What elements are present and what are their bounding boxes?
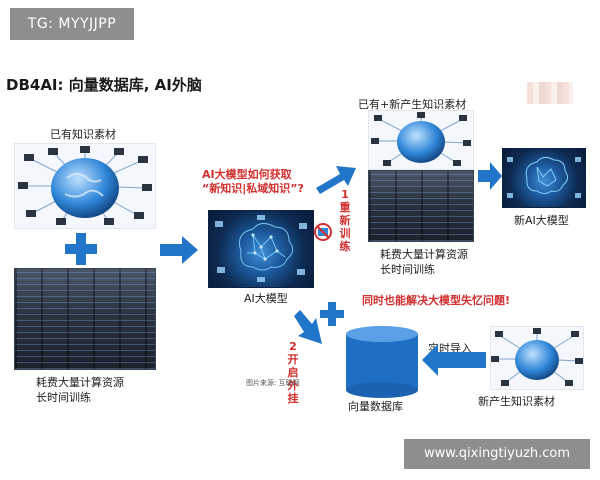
existing-plus-new-label: 已有+新产生知识素材 <box>358 98 467 111</box>
ai-brain-icon-2 <box>507 156 581 198</box>
retrain-label: 1 重新训练 <box>339 188 351 253</box>
new-ai-model-image <box>502 148 586 208</box>
question-label-line2: “新知识|私域知识”? <box>202 182 304 195</box>
plugin-label: 2 开启外挂 <box>287 340 299 405</box>
plus-icon-left-bar <box>65 244 97 254</box>
arrow-to-vector-db <box>294 310 322 344</box>
arrow-to-new-ai-model <box>478 162 502 190</box>
globe-network-icon-3 <box>491 328 583 386</box>
knowledge-network-image-2 <box>368 110 474 170</box>
vector-db-label: 向量数据库 <box>348 400 403 413</box>
server-room-image-1 <box>14 268 156 370</box>
ai-model-image <box>208 210 314 288</box>
compute-label-2: 耗费大量计算资源 <box>380 248 468 261</box>
compute-label-1: 耗费大量计算资源 <box>36 376 124 389</box>
memory-fix-label: 同时也能解决大模型失忆问题! <box>362 294 511 307</box>
globe-network-icon-2 <box>371 112 471 166</box>
training-label-2: 长时间训练 <box>380 263 435 276</box>
question-label-line1: AI大模型如何获取 <box>202 168 292 181</box>
arrow-to-ai-model <box>160 236 198 264</box>
training-label-1: 长时间训练 <box>36 391 91 404</box>
new-ai-model-label: 新AI大模型 <box>514 214 569 227</box>
database-cylinder-icon <box>346 326 418 398</box>
realtime-import-label: 实时导入 <box>428 342 472 355</box>
image-source-label: 图片来源: 互联网 <box>246 379 300 387</box>
prohibited-icon <box>314 223 332 241</box>
ai-brain-icon <box>215 215 307 282</box>
plus-icon-middle <box>320 302 344 326</box>
knowledge-network-image-1 <box>14 143 156 229</box>
knowledge-network-image-3 <box>490 326 584 390</box>
server-room-image-2 <box>368 170 474 242</box>
page-title: DB4AI: 向量数据库, AI外脑 <box>6 76 202 94</box>
ai-model-label: AI大模型 <box>244 292 288 305</box>
new-knowledge-label: 新产生知识素材 <box>478 395 555 408</box>
blurred-logo <box>527 82 573 104</box>
watermark-bottom: www.qixingtiyuzh.com <box>404 439 590 469</box>
globe-network-icon <box>18 146 152 225</box>
existing-knowledge-label: 已有知识素材 <box>50 128 116 141</box>
watermark-top: TG: MYYJJPP <box>10 8 134 40</box>
